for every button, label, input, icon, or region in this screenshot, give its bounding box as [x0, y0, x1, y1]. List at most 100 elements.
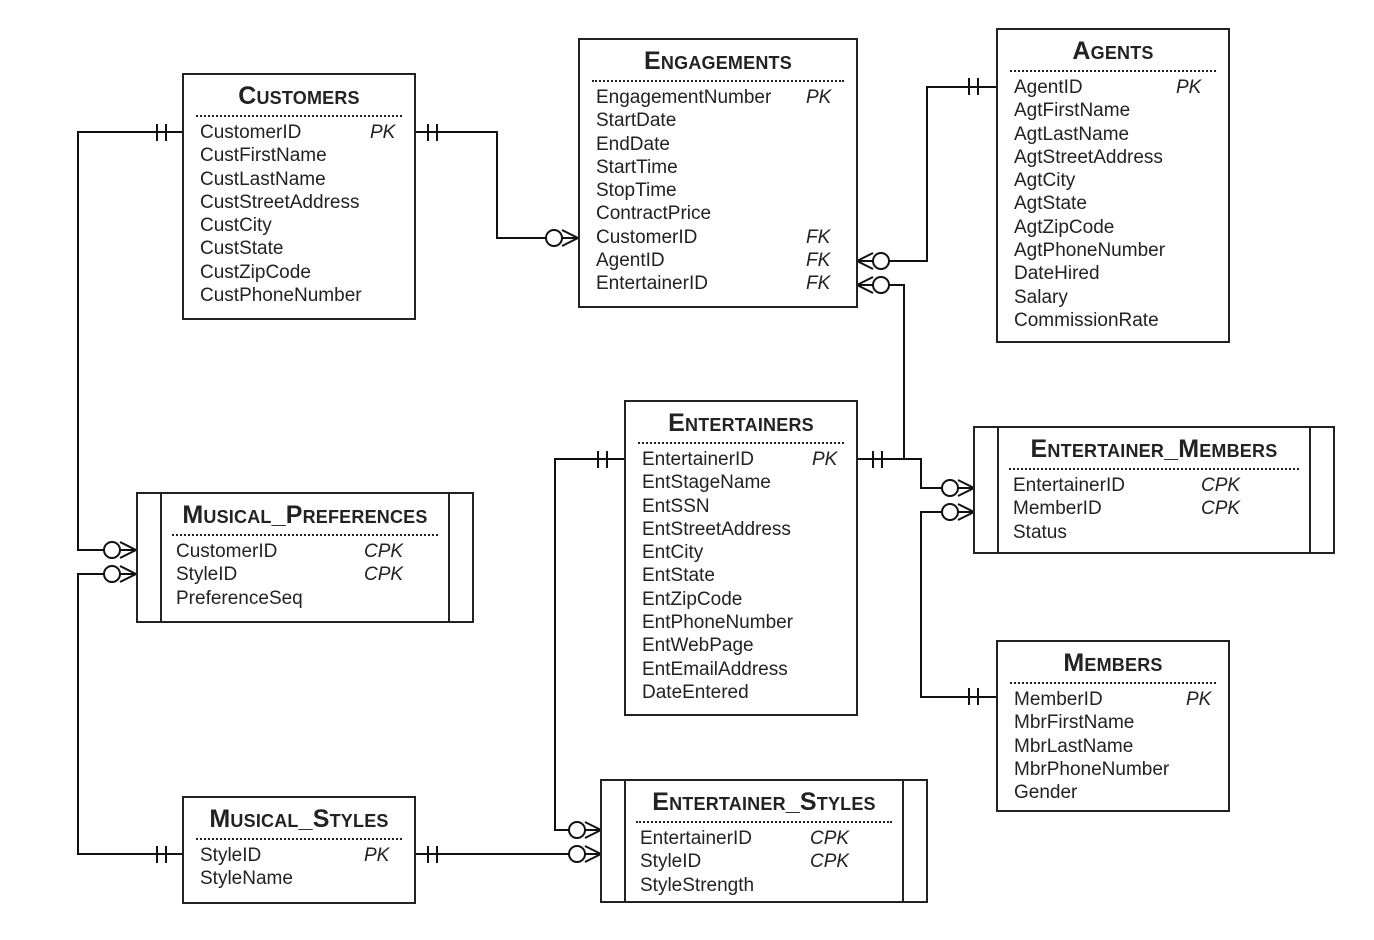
field-name: EntZipCode — [642, 588, 743, 610]
field-row: EndDate — [580, 133, 856, 156]
title-separator — [1009, 468, 1299, 470]
associative-bar-left — [160, 494, 162, 621]
field-name: AgentID — [1014, 77, 1083, 98]
field-name: ContractPrice — [596, 203, 712, 225]
field-row: AgtLastName — [998, 123, 1228, 146]
field-row: AgtState — [998, 192, 1228, 215]
field-row: Salary — [998, 286, 1228, 309]
rel-customers-musical-preferences — [77, 124, 183, 559]
field-row: EntPhoneNumber — [626, 611, 856, 634]
field-key-badge: CPK — [1201, 475, 1241, 496]
field-name: StyleID — [176, 564, 238, 586]
entity-entertainers[interactable]: Entertainers EntertainerID PK EntStageName… — [624, 400, 858, 716]
rel-entertainers-entertainer-members — [904, 458, 975, 497]
field-row: StyleStrength — [624, 874, 904, 897]
field-key-badge: CPK — [1201, 498, 1241, 520]
field-name: EntStageName — [642, 472, 771, 494]
field-row: EntertainerID PK — [626, 448, 856, 471]
field-name: MbrFirstName — [1014, 712, 1135, 734]
field-key-badge: PK — [806, 87, 832, 108]
associative-bar-left — [624, 781, 626, 901]
field-row: EntStageName — [626, 471, 856, 494]
field-name: CommissionRate — [1014, 309, 1159, 331]
field-name: StartTime — [596, 156, 678, 178]
field-row: MbrLastName — [998, 735, 1228, 758]
entity-title: Agents — [1072, 37, 1154, 65]
field-row: CustZipCode — [184, 261, 414, 284]
field-row: Status — [997, 521, 1311, 544]
field-name: EntertainerID — [640, 828, 752, 849]
field-row: CustState — [184, 237, 414, 260]
field-key-badge: FK — [806, 250, 831, 272]
entity-title: Entertainer_Members — [1030, 435, 1278, 463]
field-name: MbrPhoneNumber — [1014, 758, 1170, 780]
field-row: MemberID CPK — [997, 497, 1311, 520]
field-name: EntertainerID — [642, 449, 754, 470]
field-name: EntState — [642, 565, 715, 587]
field-row: EntZipCode — [626, 588, 856, 611]
entity-title: Members — [1063, 649, 1163, 677]
field-row: DateHired — [998, 262, 1228, 285]
title-separator — [638, 442, 844, 444]
entity-title: Entertainer_Styles — [652, 788, 876, 816]
field-name: StyleID — [640, 851, 702, 873]
field-row: EntertainerID FK — [580, 272, 856, 295]
field-key-badge: FK — [806, 273, 831, 295]
field-name: AgtState — [1014, 193, 1087, 215]
entity-title: Musical_Styles — [209, 805, 389, 833]
field-row: EngagementNumber PK — [580, 86, 856, 109]
field-row: StyleName — [184, 867, 414, 890]
field-key-badge: PK — [812, 449, 838, 470]
field-row: AgtFirstName — [998, 99, 1228, 122]
field-name: CustZipCode — [200, 261, 311, 283]
entity-title: Entertainers — [668, 409, 814, 437]
field-name: StyleID — [200, 845, 262, 866]
field-name: EntertainerID — [596, 273, 708, 295]
field-row: EntWebPage — [626, 634, 856, 657]
field-name: AgtStreetAddress — [1014, 146, 1163, 168]
associative-bar-right — [1309, 428, 1311, 552]
field-name: EntSSN — [642, 495, 710, 517]
field-row: StartTime — [580, 156, 856, 179]
field-name: AgtPhoneNumber — [1014, 240, 1166, 262]
field-name: MemberID — [1013, 498, 1102, 520]
rel-members-entertainer-members — [920, 503, 997, 705]
field-name: CustState — [200, 238, 284, 260]
entity-title: Customers — [238, 82, 360, 110]
field-name: AgtLastName — [1014, 123, 1130, 145]
field-row: CustLastName — [184, 168, 414, 191]
rel-agents-engagements — [856, 78, 997, 270]
field-row: CommissionRate — [998, 309, 1228, 332]
rel-entertainers-engagements — [856, 276, 905, 468]
field-name: CustCity — [200, 215, 272, 237]
field-name: EngagementNumber — [596, 87, 772, 108]
field-name: MemberID — [1014, 689, 1103, 710]
title-separator — [592, 80, 844, 82]
field-name: CustStreetAddress — [200, 191, 360, 213]
field-key-badge: FK — [806, 226, 831, 248]
field-row: AgtStreetAddress — [998, 146, 1228, 169]
title-separator — [196, 838, 402, 840]
field-key-badge: PK — [370, 122, 396, 143]
field-row: PreferenceSeq — [160, 587, 450, 610]
field-key-badge: CPK — [364, 564, 404, 586]
